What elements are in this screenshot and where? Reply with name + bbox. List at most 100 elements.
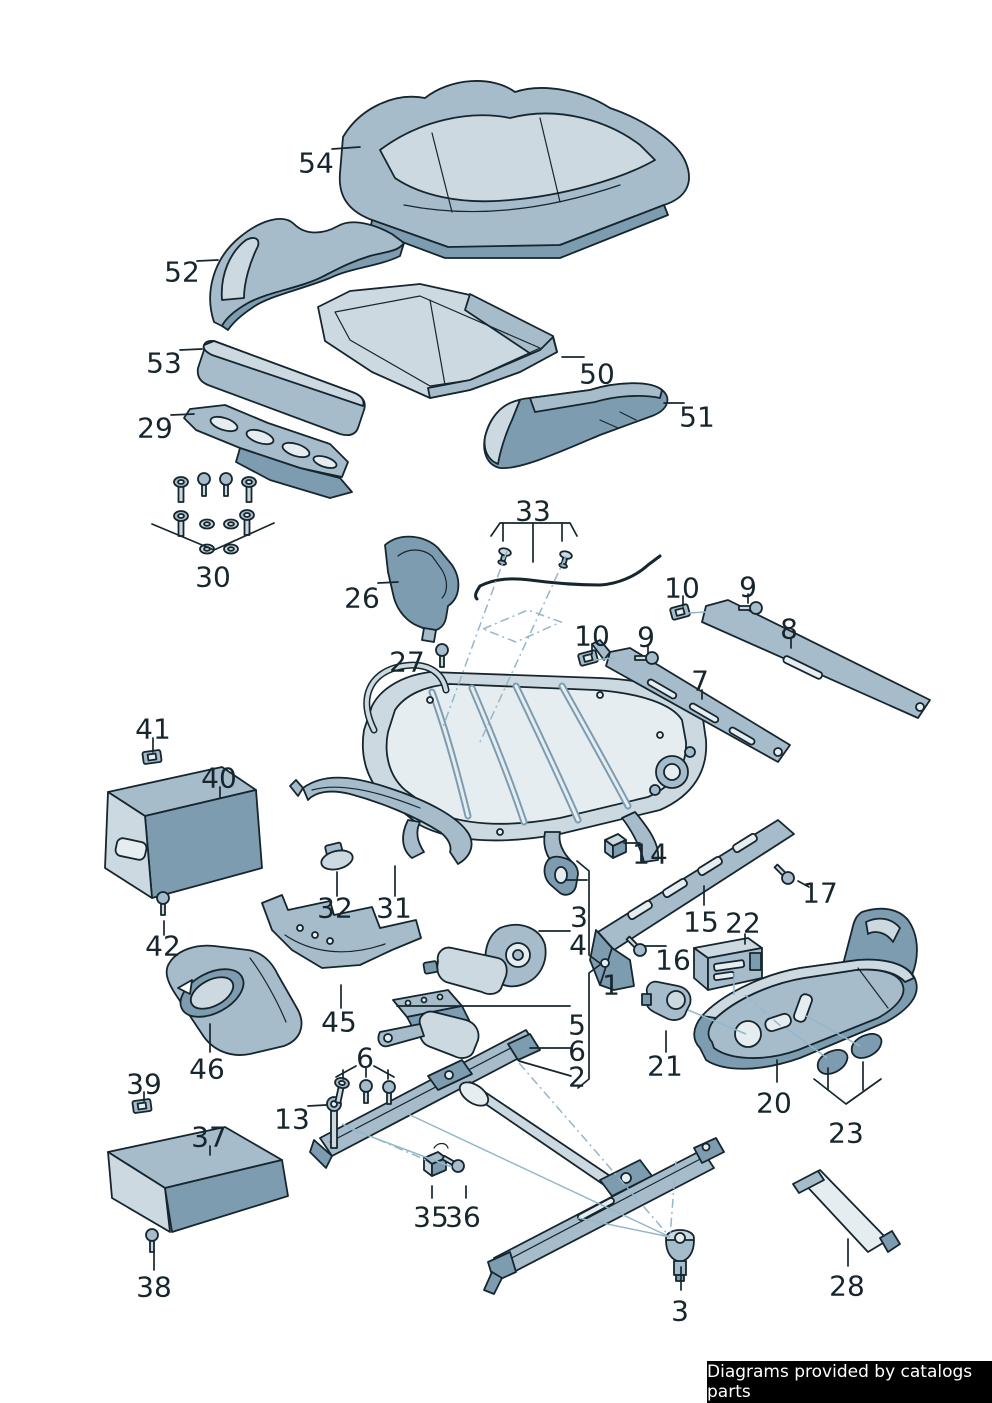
part-30-screw-set bbox=[173, 472, 257, 555]
construction-line bbox=[347, 1127, 453, 1168]
construction-line bbox=[687, 611, 707, 614]
construction-line bbox=[442, 550, 508, 728]
part-label-6: 6 bbox=[568, 1035, 586, 1068]
part-label-10: 10 bbox=[574, 620, 610, 653]
construction-line bbox=[805, 1015, 861, 1047]
part-label-52: 52 bbox=[164, 256, 200, 289]
footer-text: Diagrams provided by catalogs parts bbox=[707, 1362, 973, 1402]
construction-line bbox=[407, 1113, 671, 1238]
footer-attribution-bar: Diagrams provided by catalogs parts bbox=[707, 1361, 992, 1403]
part-label-1: 1 bbox=[602, 969, 620, 1002]
construction-line bbox=[687, 1009, 747, 1035]
leader-line bbox=[179, 348, 203, 351]
part-54-seat-cushion-cover bbox=[338, 80, 690, 259]
construction-line bbox=[593, 657, 615, 661]
part-31-trim-bar bbox=[289, 776, 473, 865]
part-35-clip bbox=[423, 1142, 449, 1177]
part-42-screw bbox=[156, 891, 170, 916]
part-label-50: 50 bbox=[579, 358, 615, 391]
part-8-seat-rail-trim bbox=[701, 599, 931, 719]
part-17-screw bbox=[770, 860, 798, 888]
part-label-6: 6 bbox=[356, 1042, 374, 1075]
leader-line bbox=[813, 1078, 882, 1105]
part-27-seat-frame bbox=[361, 661, 708, 869]
part-39-clip bbox=[131, 1097, 153, 1115]
part-label-29: 29 bbox=[137, 412, 173, 445]
part-label-28: 28 bbox=[829, 1270, 865, 1303]
leader-line bbox=[170, 413, 195, 416]
part-label-46: 46 bbox=[189, 1053, 225, 1086]
part-label-14: 14 bbox=[632, 838, 668, 871]
part-28-grease-tube bbox=[792, 1169, 901, 1253]
leader-lines bbox=[143, 146, 882, 1291]
leader-line bbox=[196, 259, 219, 262]
part-label-21: 21 bbox=[647, 1050, 683, 1083]
part-label-10: 10 bbox=[664, 572, 700, 605]
part-21-switch bbox=[641, 980, 692, 1021]
part-label-40: 40 bbox=[201, 762, 237, 795]
part-label-45: 45 bbox=[321, 1006, 357, 1039]
leader-line bbox=[518, 1060, 572, 1077]
part-15-cross-member bbox=[589, 819, 795, 991]
part-label-4: 4 bbox=[569, 929, 587, 962]
construction-line bbox=[785, 1027, 828, 1059]
part-label-2: 2 bbox=[568, 1061, 586, 1094]
part-3-floor-bolt bbox=[665, 1229, 695, 1282]
leader-line bbox=[490, 522, 578, 537]
part-label-53: 53 bbox=[146, 347, 182, 380]
construction-line bbox=[577, 1217, 671, 1238]
part-46-air-duct bbox=[165, 944, 303, 1056]
part-2-6-seat-rails bbox=[309, 1029, 725, 1295]
part-45-bracket bbox=[261, 894, 422, 969]
leader-line bbox=[151, 522, 275, 551]
part-3-4-adjustment-motor bbox=[422, 923, 547, 995]
part-3-belt-guide bbox=[543, 855, 579, 896]
part-label-3: 3 bbox=[570, 901, 588, 934]
part-10-clip bbox=[668, 602, 692, 622]
construction-line bbox=[669, 1160, 677, 1238]
part-label-42: 42 bbox=[145, 930, 181, 963]
leader-line bbox=[331, 146, 361, 150]
part-label-7: 7 bbox=[691, 665, 709, 698]
part-label-17: 17 bbox=[802, 877, 838, 910]
part-label-27: 27 bbox=[389, 646, 425, 679]
part-label-33: 33 bbox=[515, 495, 551, 528]
leader-line bbox=[797, 880, 810, 888]
part-label-5: 5 bbox=[568, 1009, 586, 1042]
part-label-9: 9 bbox=[637, 621, 655, 654]
part-label-36: 36 bbox=[445, 1201, 481, 1234]
part-label-3: 3 bbox=[671, 1295, 689, 1328]
part-label-8: 8 bbox=[780, 613, 798, 646]
part-label-54: 54 bbox=[298, 147, 334, 180]
part-label-31: 31 bbox=[376, 892, 412, 925]
part-40-storage-drawer bbox=[104, 766, 263, 899]
part-6-screw-set bbox=[330, 1075, 396, 1105]
construction-lines bbox=[341, 550, 861, 1238]
part-label-38: 38 bbox=[136, 1271, 172, 1304]
part-label-9: 9 bbox=[739, 571, 757, 604]
part-label-51: 51 bbox=[679, 401, 715, 434]
part-label-13: 13 bbox=[274, 1103, 310, 1136]
part-7-seat-rail-trim bbox=[591, 639, 791, 763]
leader-line bbox=[373, 1065, 395, 1078]
part-label-23: 23 bbox=[828, 1117, 864, 1150]
part-label-20: 20 bbox=[756, 1087, 792, 1120]
part-22-switch-module bbox=[693, 937, 763, 991]
part-38-screw bbox=[145, 1228, 159, 1253]
part-51-bolster-foam bbox=[483, 382, 669, 469]
part-33-wiring-harness bbox=[474, 546, 662, 601]
leader-line bbox=[377, 581, 399, 584]
leader-line bbox=[335, 1065, 357, 1078]
part-label-32: 32 bbox=[317, 892, 353, 925]
part-41-clip bbox=[141, 748, 163, 766]
part-label-39: 39 bbox=[126, 1068, 162, 1101]
part-label-15: 15 bbox=[683, 906, 719, 939]
part-label-35: 35 bbox=[413, 1201, 449, 1234]
construction-line bbox=[479, 555, 567, 743]
part-5-motor-assembly bbox=[377, 989, 480, 1059]
part-label-30: 30 bbox=[195, 561, 231, 594]
part-52-bolster-cover bbox=[209, 218, 405, 331]
leader-line bbox=[576, 860, 602, 1089]
construction-line bbox=[518, 1062, 671, 1238]
